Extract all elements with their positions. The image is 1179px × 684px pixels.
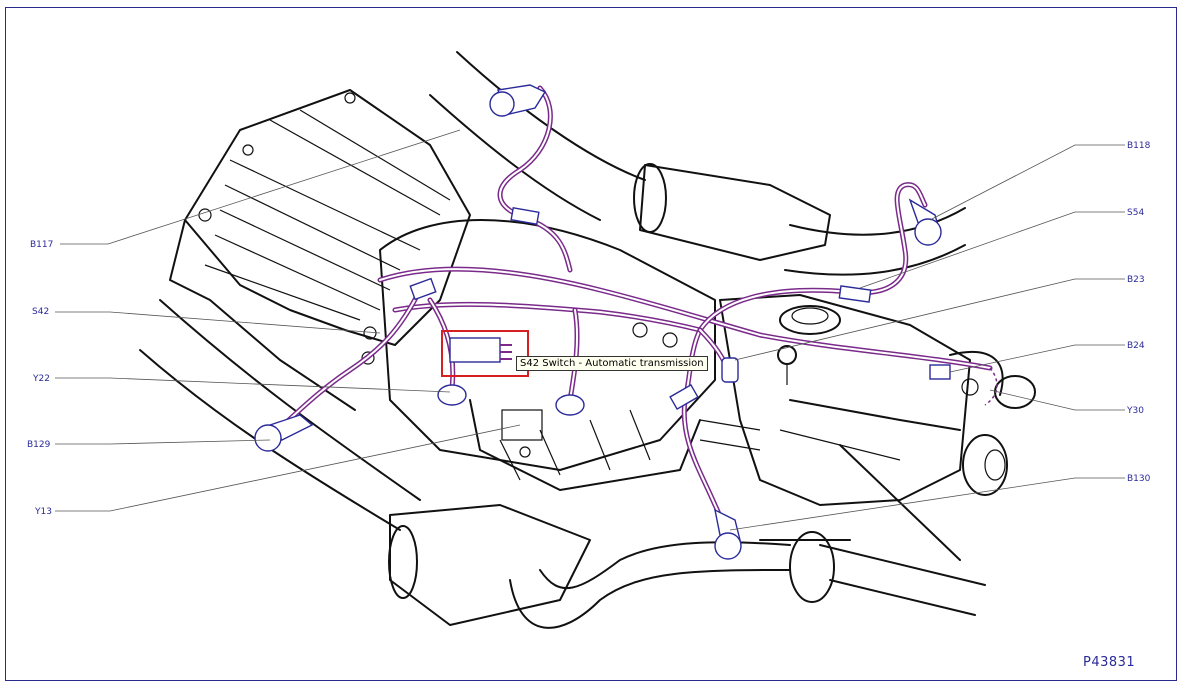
label-y13[interactable]: Y13 — [34, 507, 52, 517]
transfer-case — [699, 294, 1036, 506]
label-s42[interactable]: S42 — [32, 307, 49, 317]
figure-id: P43831 — [1083, 655, 1136, 670]
transmission-housing — [169, 89, 716, 491]
label-b129[interactable]: B129 — [27, 440, 51, 450]
component-tooltip: S42 Switch - Automatic transmission — [516, 356, 708, 371]
label-b23[interactable]: B23 — [1127, 275, 1145, 285]
label-y30[interactable]: Y30 — [1126, 406, 1144, 416]
sensor-b117 — [489, 84, 547, 117]
wiring-harness — [277, 85, 998, 543]
sensor-b130 — [714, 508, 742, 560]
label-b24[interactable]: B24 — [1127, 341, 1145, 351]
connectors — [409, 207, 951, 441]
label-b118[interactable]: B118 — [1127, 141, 1151, 151]
label-b130[interactable]: B130 — [1127, 474, 1151, 484]
label-s54[interactable]: S54 — [1127, 208, 1144, 218]
leader-lines — [55, 129, 1125, 531]
callout-labels: B117 S42 Y22 B129 Y13 B118 S54 B23 B24 Y… — [27, 141, 1151, 517]
diagram-frame — [5, 7, 1177, 681]
label-b117[interactable]: B117 — [30, 240, 53, 250]
exhaust-system — [139, 51, 986, 629]
sensor-b118 — [908, 198, 942, 246]
s42-highlight-box[interactable] — [441, 330, 529, 377]
label-y22[interactable]: Y22 — [32, 374, 50, 384]
sensor-b129 — [254, 414, 314, 452]
